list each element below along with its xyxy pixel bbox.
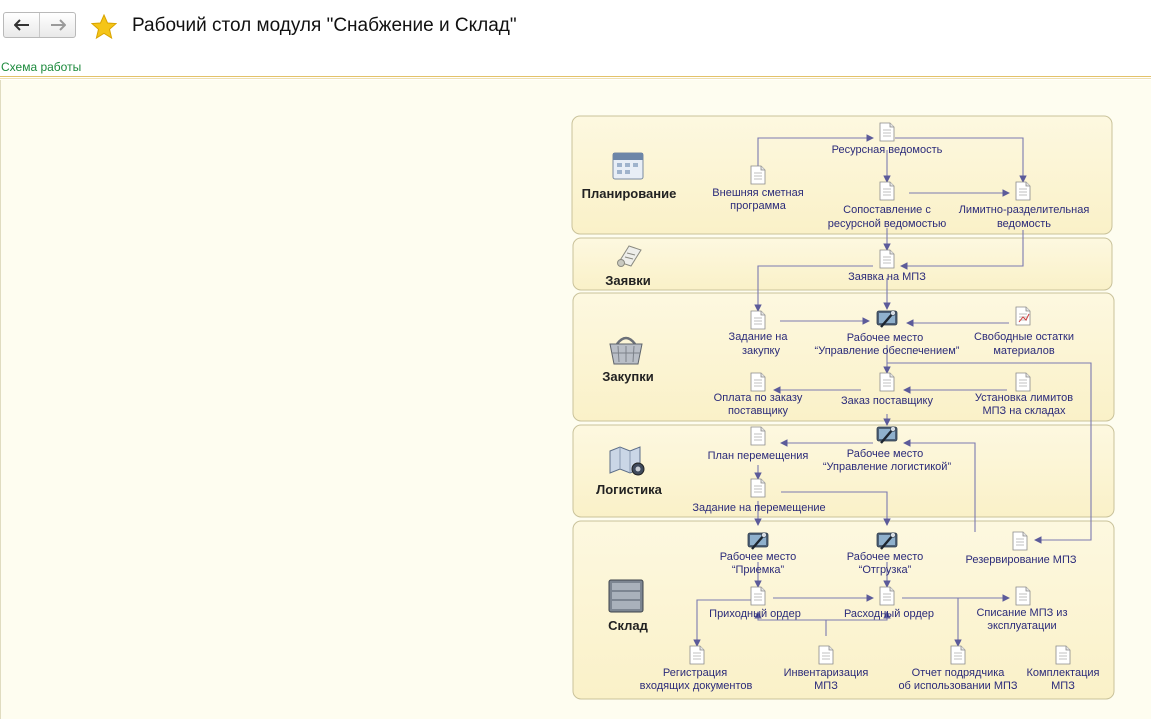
node-mpz-request[interactable]: Заявка на МПЗ <box>848 271 926 283</box>
document-icon[interactable] <box>750 165 766 185</box>
node-shipping-workplace[interactable]: “Отгрузка” <box>859 564 912 576</box>
node-reservation[interactable]: Резервирование МПЗ <box>965 554 1076 566</box>
node-external-estimate[interactable]: программа <box>730 200 787 212</box>
document-icon[interactable] <box>750 426 766 446</box>
calendar-icon <box>612 152 644 180</box>
section-title-planning: Планирование <box>582 186 677 201</box>
back-button[interactable] <box>4 13 39 37</box>
section-title-warehouse: Склад <box>608 618 649 633</box>
node-expense-order[interactable]: Расходный ордер <box>844 608 934 620</box>
node-limit-sheet[interactable]: Лимитно-разделительная <box>959 204 1090 216</box>
node-kitting[interactable]: Комплектация <box>1027 667 1100 679</box>
node-inventory[interactable]: Инвентаризация <box>784 667 869 679</box>
section-title-purchases: Закупки <box>602 369 653 384</box>
workflow-diagram: Планирование Заявки Закупки Логистика Ск… <box>571 115 1115 700</box>
section-title-logistics: Логистика <box>596 482 663 497</box>
section-block-planning <box>571 115 1113 235</box>
map-icon <box>609 446 645 476</box>
node-supply-workplace[interactable]: Рабочее место <box>847 332 924 344</box>
node-free-stock[interactable]: Свободные остатки <box>974 331 1074 343</box>
node-labels: Ресурсная ведомость Внешняя сметная прог… <box>640 144 1100 692</box>
page-title: Рабочий стол модуля "Снабжение и Склад" <box>132 15 517 36</box>
node-incoming-registration[interactable]: Регистрация <box>663 667 727 679</box>
node-supply-workplace[interactable]: “Управление обеспечением” <box>815 345 960 357</box>
document-icon[interactable] <box>750 372 766 392</box>
document-icon[interactable] <box>1015 181 1031 201</box>
document-icon[interactable] <box>879 249 895 269</box>
chart-document-icon[interactable] <box>1015 306 1031 326</box>
document-icon[interactable] <box>879 372 895 392</box>
document-icon[interactable] <box>1012 531 1028 551</box>
workplace-icon[interactable] <box>746 531 770 551</box>
node-resource-sheet[interactable]: Ресурсная ведомость <box>832 144 943 156</box>
node-incoming-registration[interactable]: входящих документов <box>640 680 753 692</box>
forward-button[interactable] <box>39 13 75 37</box>
scroll-icon <box>617 245 642 267</box>
document-icon[interactable] <box>818 645 834 665</box>
document-icon[interactable] <box>750 586 766 606</box>
node-inventory[interactable]: МПЗ <box>814 680 838 692</box>
connectors <box>693 134 1092 647</box>
node-supplier-order[interactable]: Заказ поставщику <box>841 395 933 407</box>
arrow-right-icon <box>50 19 66 31</box>
node-shipping-workplace[interactable]: Рабочее место <box>847 551 924 563</box>
node-writeoff[interactable]: Списание МПЗ из <box>976 607 1067 619</box>
divider <box>0 78 1151 79</box>
document-icon[interactable] <box>750 310 766 330</box>
node-kitting[interactable]: МПЗ <box>1051 680 1075 692</box>
workplace-icon[interactable] <box>875 425 899 445</box>
node-limit-sheet[interactable]: ведомость <box>997 218 1051 230</box>
diagram-canvas: Планирование Заявки Закупки Логистика Ск… <box>0 80 1151 719</box>
node-logistics-workplace[interactable]: “Управление логистикой” <box>823 461 952 473</box>
document-icon[interactable] <box>689 645 705 665</box>
node-stock-limits[interactable]: Установка лимитов <box>975 392 1073 404</box>
node-supplier-payment[interactable]: поставщику <box>728 405 789 417</box>
workplace-icon[interactable] <box>875 531 899 551</box>
document-icon[interactable] <box>879 181 895 201</box>
node-receiving-workplace[interactable]: Рабочее место <box>720 551 797 563</box>
node-contractor-report[interactable]: Отчет подрядчика <box>912 667 1006 679</box>
header-bar: Рабочий стол модуля "Снабжение и Склад" <box>0 0 1151 58</box>
document-icon[interactable] <box>1015 586 1031 606</box>
node-logistics-workplace[interactable]: Рабочее место <box>847 448 924 460</box>
divider <box>0 76 1151 77</box>
node-receiving-workplace[interactable]: “Приемка” <box>732 564 785 576</box>
star-icon[interactable] <box>91 14 117 40</box>
section-title-requests: Заявки <box>605 273 650 288</box>
document-icon[interactable] <box>950 645 966 665</box>
section-block-requests <box>572 237 1113 291</box>
node-purchase-task[interactable]: Задание на <box>729 331 789 343</box>
node-free-stock[interactable]: материалов <box>993 345 1055 357</box>
document-icon[interactable] <box>879 586 895 606</box>
document-icon[interactable] <box>1055 645 1071 665</box>
node-comparison[interactable]: Сопоставление с <box>843 204 931 216</box>
navigation-buttons <box>3 12 76 38</box>
node-writeoff[interactable]: эксплуатации <box>987 620 1056 632</box>
schema-link[interactable]: Схема работы <box>1 60 82 74</box>
section-block-warehouse <box>572 520 1115 700</box>
section-block-purchases <box>572 292 1115 422</box>
document-icon[interactable] <box>750 478 766 498</box>
node-move-task[interactable]: Задание на перемещение <box>692 502 825 514</box>
node-contractor-report[interactable]: об использовании МПЗ <box>898 680 1017 692</box>
node-purchase-task[interactable]: закупку <box>742 345 780 357</box>
basket-icon <box>609 336 643 365</box>
node-receipt-order[interactable]: Приходный ордер <box>709 608 801 620</box>
node-external-estimate[interactable]: Внешняя сметная <box>712 187 803 199</box>
node-move-plan[interactable]: План перемещения <box>708 450 809 462</box>
document-icon[interactable] <box>879 122 895 142</box>
node-supplier-payment[interactable]: Оплата по заказу <box>714 392 803 404</box>
workplace-icon[interactable] <box>875 309 899 329</box>
node-comparison[interactable]: ресурсной ведомостью <box>828 218 946 230</box>
node-stock-limits[interactable]: МПЗ на складах <box>982 405 1066 417</box>
section-block-logistics <box>572 424 1115 518</box>
warehouse-racks-icon <box>608 579 644 613</box>
arrow-left-icon <box>13 19 29 31</box>
document-icon[interactable] <box>1015 372 1031 392</box>
